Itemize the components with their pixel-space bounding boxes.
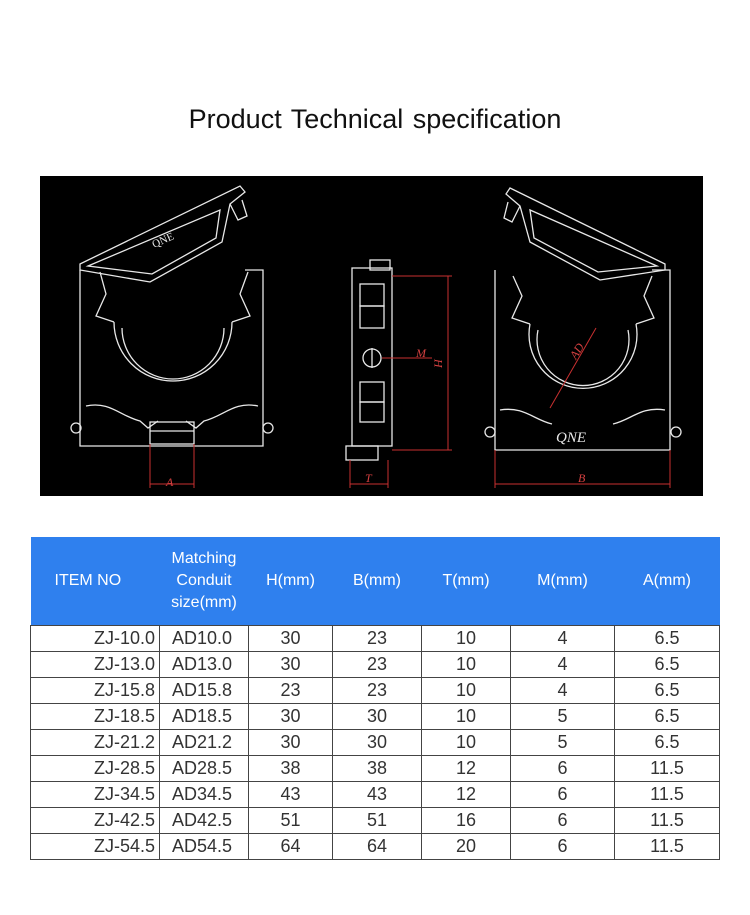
cell-t: 20 (421, 833, 511, 860)
cell-a: 6.5 (614, 729, 720, 756)
header-m: M(mm) (510, 537, 615, 626)
cell-b: 64 (332, 833, 422, 860)
cell-item-no: ZJ-21.2 (30, 729, 160, 756)
cell-h: 23 (248, 677, 333, 704)
cell-h: 30 (248, 651, 333, 678)
dim-label-ad: AD (566, 340, 587, 362)
cell-m: 5 (510, 703, 615, 730)
cell-m: 4 (510, 651, 615, 678)
cell-h: 51 (248, 807, 333, 834)
cell-conduit: AD15.8 (159, 677, 249, 704)
cell-t: 10 (421, 729, 511, 756)
cell-a: 6.5 (614, 625, 720, 652)
dim-label-h: H (431, 358, 445, 369)
cell-m: 6 (510, 781, 615, 808)
cell-m: 4 (510, 625, 615, 652)
dim-label-b: B (578, 471, 586, 485)
header-a: A(mm) (614, 537, 720, 626)
cell-m: 6 (510, 833, 615, 860)
dim-label-a: A (165, 475, 174, 489)
cell-m: 6 (510, 807, 615, 834)
cell-h: 64 (248, 833, 333, 860)
cell-b: 30 (332, 729, 422, 756)
header-b: B(mm) (332, 537, 422, 626)
cell-item-no: ZJ-18.5 (30, 703, 160, 730)
cell-m: 6 (510, 755, 615, 782)
page-title: Product Technical specification (188, 104, 562, 134)
cell-item-no: ZJ-10.0 (30, 625, 160, 652)
cell-item-no: ZJ-28.5 (30, 755, 160, 782)
cell-b: 23 (332, 677, 422, 704)
cell-h: 43 (248, 781, 333, 808)
cell-conduit: AD21.2 (159, 729, 249, 756)
clip-front-view-left (70, 185, 274, 447)
cell-t: 10 (421, 677, 511, 704)
clip-front-view-right (484, 187, 682, 451)
cell-b: 38 (332, 755, 422, 782)
cell-b: 23 (332, 651, 422, 678)
logo-text-left: QNE (150, 230, 176, 250)
cell-a: 11.5 (614, 781, 720, 808)
spec-table: ITEM NO Matching Conduit size(mm) H(mm) … (30, 537, 720, 860)
header-conduit-line-2: Conduit (176, 572, 232, 589)
cell-h: 30 (248, 625, 333, 652)
cell-m: 5 (510, 729, 615, 756)
cell-item-no: ZJ-34.5 (30, 781, 160, 808)
cell-h: 30 (248, 703, 333, 730)
header-conduit-line-1: Matching (171, 550, 237, 567)
cell-a: 11.5 (614, 807, 720, 834)
logo-text-right: QNE (556, 430, 586, 446)
cell-t: 12 (421, 781, 511, 808)
cell-conduit: AD13.0 (159, 651, 249, 678)
cell-conduit: AD18.5 (159, 703, 249, 730)
dim-label-m: M (415, 346, 427, 360)
cell-b: 43 (332, 781, 422, 808)
cell-item-no: ZJ-42.5 (30, 807, 160, 834)
cell-b: 23 (332, 625, 422, 652)
cell-conduit: AD54.5 (159, 833, 249, 860)
cell-t: 10 (421, 703, 511, 730)
cell-a: 11.5 (614, 755, 720, 782)
cell-t: 10 (421, 651, 511, 678)
cell-a: 11.5 (614, 833, 720, 860)
cell-conduit: AD42.5 (159, 807, 249, 834)
cell-a: 6.5 (614, 703, 720, 730)
header-h: H(mm) (248, 537, 333, 626)
header-item-no: ITEM NO (30, 537, 160, 626)
header-t: T(mm) (421, 537, 511, 626)
cell-a: 6.5 (614, 651, 720, 678)
cell-conduit: AD10.0 (159, 625, 249, 652)
cell-conduit: AD34.5 (159, 781, 249, 808)
cell-item-no: ZJ-15.8 (30, 677, 160, 704)
cell-t: 10 (421, 625, 511, 652)
cell-t: 12 (421, 755, 511, 782)
cell-b: 51 (332, 807, 422, 834)
cell-h: 30 (248, 729, 333, 756)
clip-side-view (345, 259, 393, 461)
cell-m: 4 (510, 677, 615, 704)
header-conduit-line-3: size(mm) (171, 594, 237, 611)
cell-conduit: AD28.5 (159, 755, 249, 782)
cell-t: 16 (421, 807, 511, 834)
cell-item-no: ZJ-54.5 (30, 833, 160, 860)
cell-h: 38 (248, 755, 333, 782)
cell-a: 6.5 (614, 677, 720, 704)
cell-b: 30 (332, 703, 422, 730)
header-conduit-size: Matching Conduit size(mm) (159, 537, 249, 626)
table-header-row: ITEM NO Matching Conduit size(mm) H(mm) … (30, 537, 720, 626)
technical-drawing: A T M H AD B QNE QNE (40, 176, 703, 496)
cell-item-no: ZJ-13.0 (30, 651, 160, 678)
dim-label-t: T (365, 471, 373, 485)
